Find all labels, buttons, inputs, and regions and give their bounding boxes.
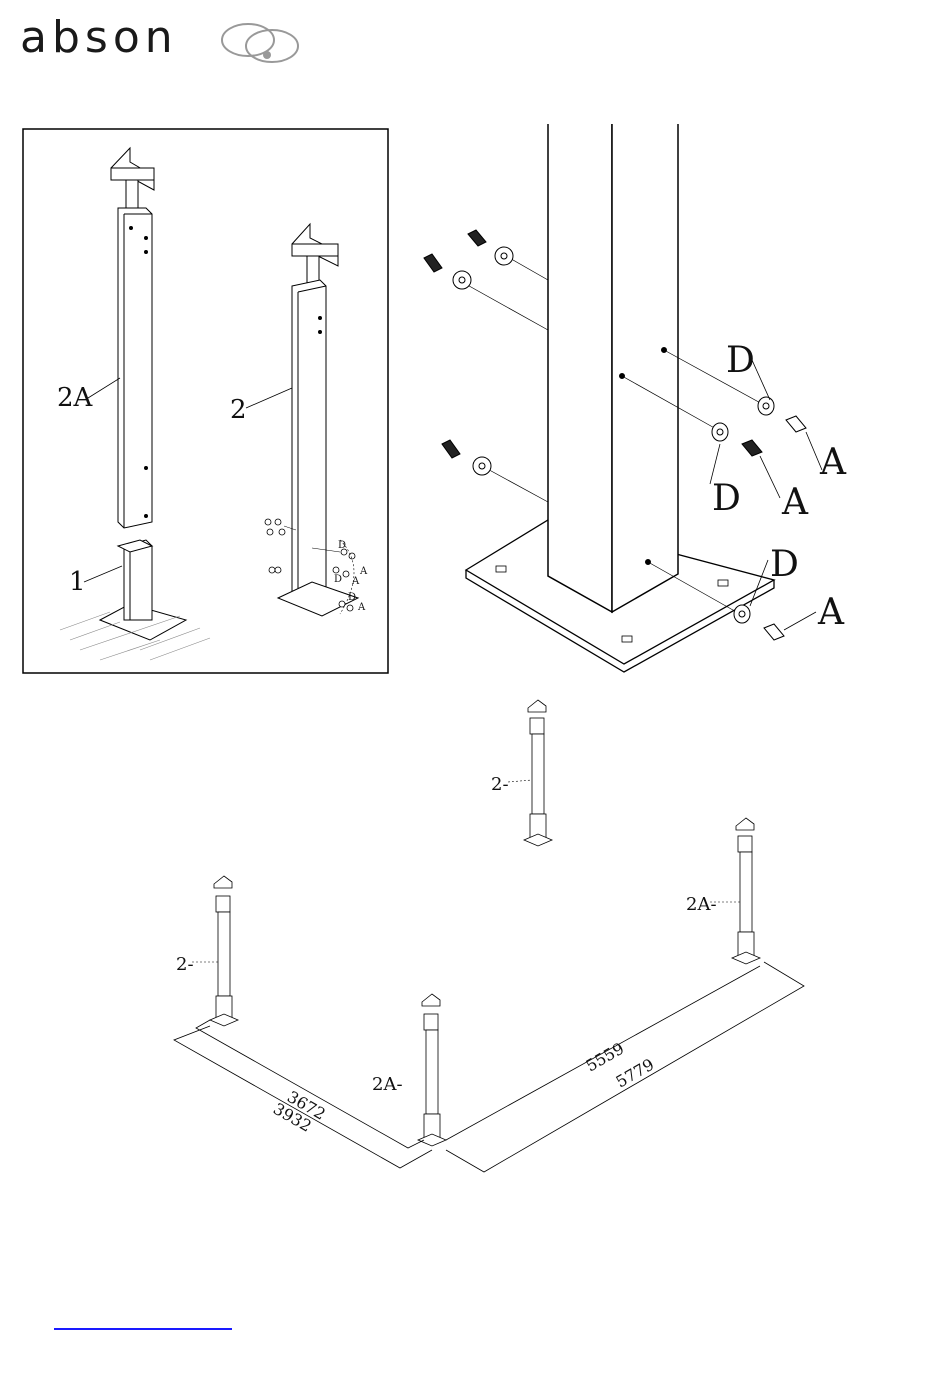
label-post-back: 2- <box>491 774 509 795</box>
label-a1-mini: A <box>359 566 368 577</box>
label-d-bottom: D <box>770 544 799 585</box>
label-a-bottom: A <box>817 592 845 633</box>
label-2-inset: 2 <box>230 395 247 425</box>
dimension-5779: 5779 <box>613 1055 658 1092</box>
label-d1-mini: D <box>338 540 346 551</box>
post-2a-drawing <box>111 148 154 528</box>
layout-plan <box>174 700 804 1172</box>
label-d-mid: D <box>712 478 741 519</box>
post-front-drawing <box>418 994 446 1146</box>
post-left-drawing <box>210 876 238 1026</box>
dimension-lines <box>174 962 804 1172</box>
label-post-left: 2- <box>176 954 194 975</box>
detail-panel: D A D A D A <box>424 124 847 672</box>
post-right-drawing <box>732 818 760 964</box>
label-a2-mini: A <box>351 576 360 587</box>
post-2-drawing <box>278 224 358 616</box>
label-d3-mini: D <box>348 592 356 603</box>
post-back-drawing <box>524 700 552 846</box>
label-a3-mini: A <box>357 602 366 613</box>
label-a-top: A <box>819 442 847 483</box>
label-1-inset: 1 <box>69 567 86 597</box>
label-post-front: 2A- <box>372 1074 403 1095</box>
label-post-right: 2A- <box>686 894 717 915</box>
label-d2-mini: D <box>334 574 342 585</box>
label-d-top: D <box>726 340 755 381</box>
inset-panel: 2A 2 1 D A D A D A <box>23 129 388 673</box>
footer-link[interactable] <box>54 1312 232 1330</box>
base-1-drawing <box>100 540 186 640</box>
label-a-mid: A <box>781 482 809 523</box>
